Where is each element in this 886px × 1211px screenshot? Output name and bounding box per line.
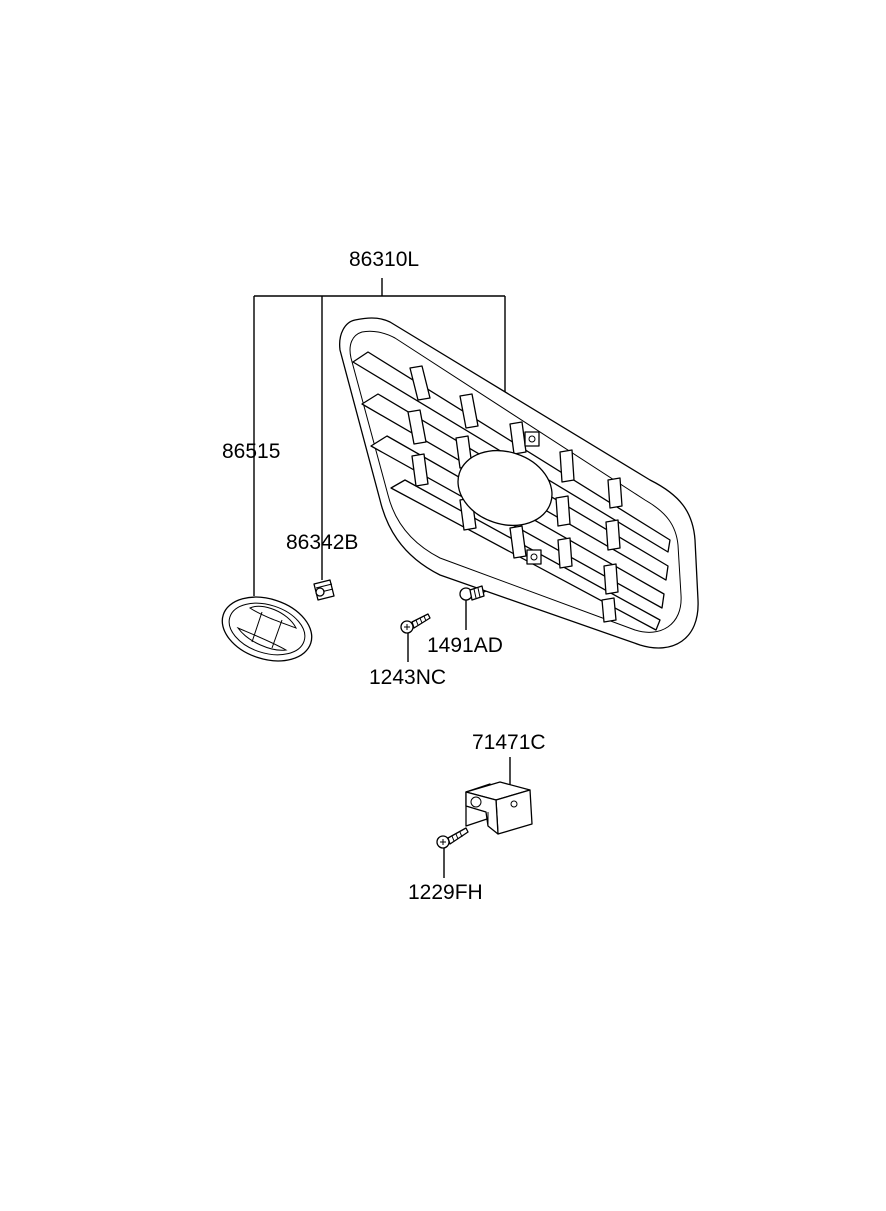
label-71471C: 71471C (472, 731, 546, 754)
label-1243NC: 1243NC (369, 666, 446, 689)
mounting-tab-upper (524, 431, 540, 447)
bracket (465, 781, 533, 835)
emblem (221, 596, 313, 662)
fastener (459, 585, 485, 601)
screw-1229FH (436, 827, 469, 849)
label-86310L: 86310L (349, 248, 419, 271)
label-86515: 86515 (222, 440, 280, 463)
mounting-tab-lower (526, 549, 542, 565)
screw-1243NC (400, 613, 431, 634)
clip (313, 579, 335, 601)
grille-assembly (339, 317, 699, 649)
emblem-recess (457, 450, 553, 526)
label-1491AD: 1491AD (427, 634, 503, 657)
grille-ribs (407, 365, 623, 623)
label-1229FH: 1229FH (408, 881, 483, 904)
